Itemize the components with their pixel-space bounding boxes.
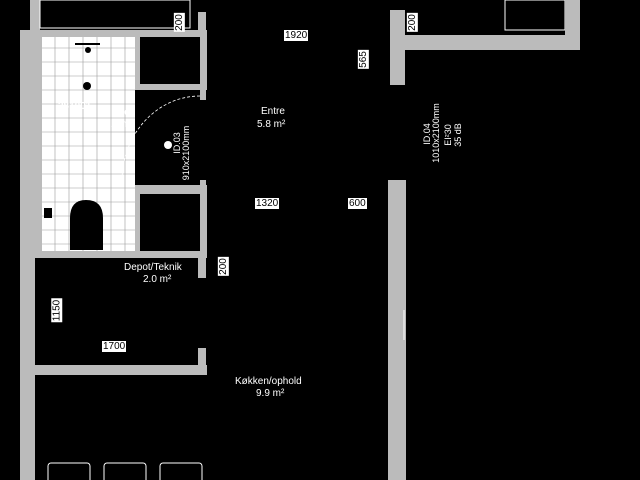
toilet-icon: [70, 200, 103, 250]
dimension-kitchen-width: 1700: [102, 341, 127, 352]
wall-right-interior: [388, 180, 406, 480]
wall-top-left-stub: [30, 0, 40, 30]
top-right-room-outline: [504, 0, 566, 31]
wall-stub-top: [198, 12, 206, 32]
room-area-kitchen: 9.9 m²: [256, 388, 285, 399]
door-03-size: 910x2100mm: [181, 125, 191, 181]
wall-stub-lower: [200, 180, 206, 196]
dimension-left-height: 1150: [51, 298, 63, 323]
wall-stub-mid: [200, 84, 206, 100]
wall-right-shoulder: [390, 35, 580, 50]
dimension-right-offset: 565: [357, 50, 369, 69]
room-area-bathroom: 3.8 m²: [105, 119, 134, 130]
room-area-entry: 5.8 m²: [257, 119, 286, 130]
room-area-storage: 2.0 m²: [143, 274, 172, 285]
room-name-bathroom: Bad: [112, 107, 130, 118]
wash-basin-icon: [44, 208, 52, 218]
wall-kitchen-stub: [198, 348, 206, 368]
room-name-kitchen: Køkken/ophold: [235, 376, 302, 387]
dimension-entry-width: 1320: [255, 198, 280, 209]
door-04-size: 1010x2100mm: [431, 103, 441, 163]
top-left-room-outline: [39, 0, 191, 29]
floor-drain-icon: [83, 82, 91, 90]
kitchen-counter-3: [159, 462, 203, 480]
bathroom-door-opening: [135, 90, 207, 185]
dimension-top-left-wall: 200: [173, 13, 185, 32]
door-03-swing-arc: [121, 95, 201, 182]
dimension-right-width: 600: [348, 198, 367, 209]
wall-right-upper-post: [390, 10, 405, 85]
bathroom-cabinet-bottom: [140, 194, 200, 251]
dimension-top-right-wall: 200: [406, 13, 418, 32]
door-04-fire-rating: EI²30: [443, 124, 453, 146]
kitchen-counter-1: [47, 462, 91, 480]
wall-kitchen-partition: [35, 365, 207, 375]
kitchen-counter-2: [103, 462, 147, 480]
shower-head-icon: [85, 47, 91, 53]
wall-stub-storage: [198, 258, 206, 278]
wall-left: [20, 30, 35, 480]
dimension-storage-wall: 200: [217, 257, 229, 276]
dimension-top-width: 1920: [284, 30, 309, 41]
room-number-label: 281001: [58, 101, 92, 112]
door-04-sound-rating: 35 dB: [453, 123, 463, 147]
bathroom-tile-grid: [42, 37, 135, 251]
room-name-entry: Entre: [261, 106, 285, 117]
door-handle-icon: [164, 141, 172, 149]
bathroom-cabinet-top: [140, 37, 200, 84]
room-name-storage: Depot/Teknik: [124, 262, 182, 273]
